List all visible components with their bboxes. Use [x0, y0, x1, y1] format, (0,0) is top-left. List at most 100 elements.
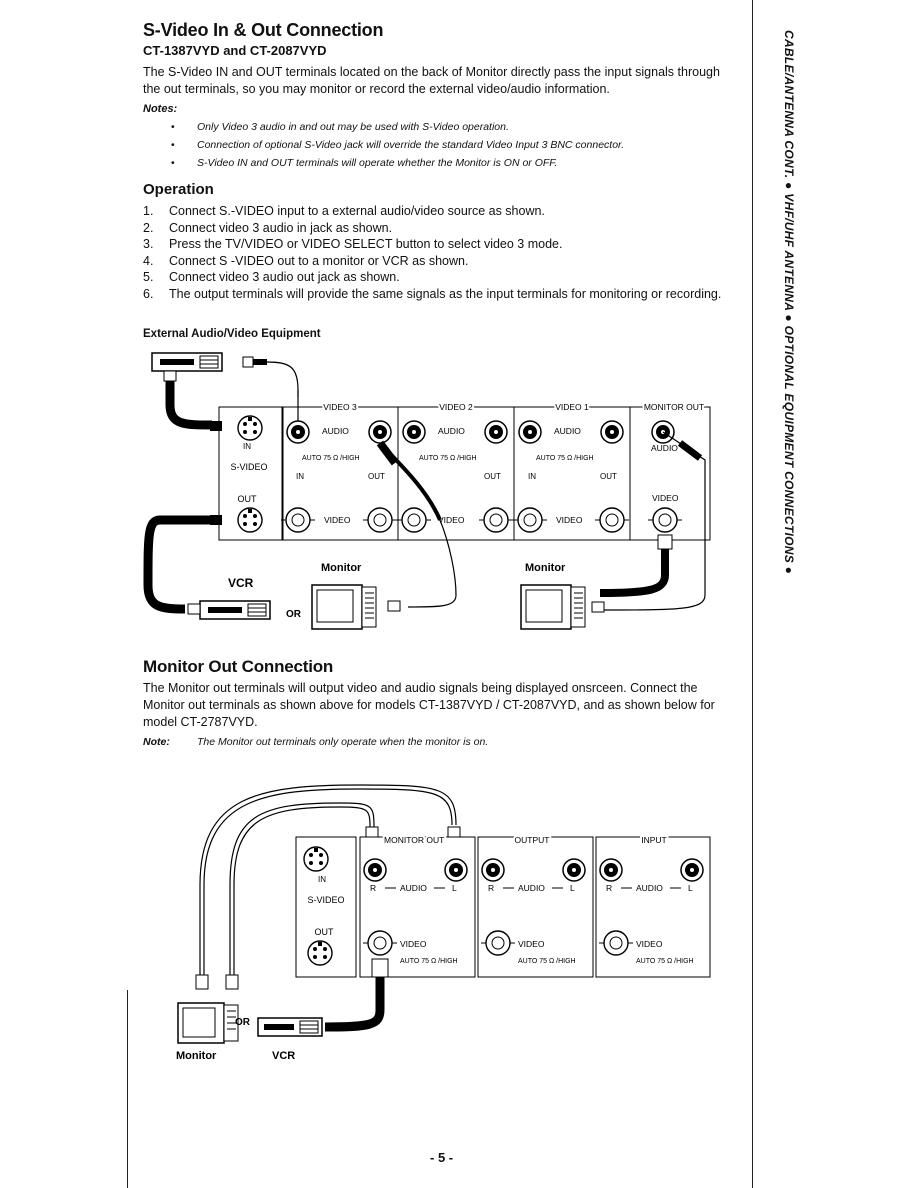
label-video1: VIDEO 1: [555, 402, 589, 412]
audio-jack-icon: [518, 420, 542, 444]
note-text: The Monitor out terminals only operate w…: [197, 736, 489, 748]
label-out: OUT: [315, 927, 335, 937]
label-or: OR: [235, 1017, 251, 1028]
label-monitor: Monitor: [321, 562, 362, 574]
right-margin-rule: [752, 0, 753, 1188]
label-in: IN: [318, 875, 326, 884]
monitor-out-panel: [359, 836, 476, 978]
audio-jack-icon: [484, 420, 508, 444]
audio-jack-icon: [286, 420, 310, 444]
page-number: - 5 -: [430, 1150, 454, 1165]
label-r: R: [606, 883, 612, 893]
step-number: 4.: [143, 253, 154, 268]
step-text: Connect video 3 audio out jack as shown.: [169, 270, 400, 284]
label-vcr: VCR: [272, 1050, 295, 1062]
label-audio: AUDIO: [636, 883, 663, 893]
label-r: R: [488, 883, 494, 893]
operation-title: Operation: [143, 181, 214, 198]
audio-jack-icon: [481, 858, 505, 882]
operation-step: 6. The output terminals will provide the …: [143, 286, 729, 303]
step-text: The output terminals will provide the sa…: [169, 286, 722, 301]
label-svideo: S-VIDEO: [307, 895, 344, 905]
label-monitor-out: MONITOR OUT: [644, 402, 704, 412]
label-video: VIDEO: [652, 493, 679, 503]
svideo-out-jack-icon: [237, 507, 263, 533]
svideo-in-jack-icon: [303, 846, 329, 872]
label-audio: AUDIO: [322, 426, 349, 436]
monitor-out-diagram: IN S-VIDEO OUT MONITOR OUT R AUDIO L VID…: [176, 784, 711, 1062]
label-video2: VIDEO 2: [439, 402, 473, 412]
left-margin-rule: [127, 990, 128, 1188]
label-monitor: Monitor: [525, 562, 566, 574]
label-input: INPUT: [641, 835, 667, 845]
operation-steps: 1. Connect S.-VIDEO input to a external a…: [143, 203, 729, 303]
label-video3: VIDEO 3: [323, 402, 357, 412]
step-text: Connect S.-VIDEO input to a external aud…: [169, 204, 545, 218]
operation-step: 4. Connect S -VIDEO out to a monitor or V…: [143, 253, 729, 270]
label-auto: AUTO 75 Ω /HIGH: [400, 958, 458, 965]
label-video: VIDEO: [556, 515, 583, 525]
audio-jack-icon: [402, 420, 426, 444]
note-item: • Only Video 3 audio in and out may be u…: [171, 118, 737, 136]
label-audio: AUDIO: [400, 883, 427, 893]
operation-step: 5. Connect video 3 audio out jack as show…: [143, 269, 729, 286]
notes-list: • Only Video 3 audio in and out may be u…: [171, 118, 737, 172]
label-or: OR: [286, 609, 302, 620]
audio-jack-icon: [444, 858, 468, 882]
section-title-svideo: S-Video In & Out Connection: [143, 20, 384, 40]
audio-jack-icon: [363, 858, 387, 882]
plug-icon: [253, 359, 267, 365]
monitor-icon: [520, 584, 586, 630]
step-number: 6.: [143, 286, 154, 301]
section-intro: The S-Video IN and OUT terminals located…: [143, 65, 720, 96]
step-number: 5.: [143, 270, 154, 284]
label-video: VIDEO: [518, 939, 545, 949]
label-out: OUT: [238, 494, 258, 504]
svideo-plug-icon: [163, 370, 177, 382]
label-monitor-out: MONITOR OUT: [384, 835, 444, 845]
operation-step: 3. Press the TV/VIDEO or VIDEO SELECT but…: [143, 236, 729, 253]
output-panel: [477, 836, 594, 978]
section2-para: The Monitor out terminals will output vi…: [143, 681, 715, 729]
note-item: • Connection of optional S-Video jack wi…: [171, 136, 737, 154]
section-models: CT-1387VYD and CT-2087VYD: [143, 43, 327, 58]
label-video: VIDEO: [636, 939, 663, 949]
step-text: Connect S -VIDEO out to a monitor or VCR…: [169, 253, 469, 268]
operation-step: 1. Connect S.-VIDEO input to a external a…: [143, 203, 729, 220]
svideo-in-jack-icon: [237, 415, 263, 441]
label-r: R: [370, 883, 376, 893]
plug-icon: [242, 356, 254, 368]
audio-jack-icon: [680, 858, 704, 882]
label-vcr: VCR: [228, 576, 254, 590]
label-svideo: S-VIDEO: [230, 462, 267, 472]
label-audio: AUDIO: [651, 443, 678, 453]
source-vcr-icon: [151, 352, 223, 372]
label-in: IN: [296, 472, 304, 481]
note-label: Note:: [143, 736, 170, 748]
label-video: VIDEO: [438, 515, 465, 525]
monitor-icon: [311, 584, 377, 630]
section-title-monitor-out: Monitor Out Connection: [143, 657, 334, 676]
sidebar-text: CABLE/ANTENNA CONT. ● VHF/UHF ANTENNA ● …: [782, 30, 796, 575]
svideo-out-jack-icon: [307, 940, 333, 966]
label-out: OUT: [484, 472, 501, 481]
audio-jack-icon: [368, 420, 392, 444]
label-monitor: Monitor: [176, 1050, 217, 1062]
step-number: 1.: [143, 204, 154, 218]
svideo-connection-diagram: IN S-VIDEO OUT VIDEO 3 VIDEO 2 VIDEO 1 M…: [143, 352, 711, 630]
label-auto: AUTO 75 Ω /HIGH: [419, 455, 477, 462]
step-number: 3.: [143, 237, 154, 251]
audio-jack-icon: [562, 858, 586, 882]
bullet: •: [171, 121, 175, 133]
vcr-icon: [199, 600, 271, 620]
note-item: • S-Video IN and OUT terminals will oper…: [171, 154, 737, 172]
step-text: Press the TV/VIDEO or VIDEO SELECT butto…: [169, 237, 563, 251]
diagram1-title: External Audio/Video Equipment: [143, 328, 321, 340]
label-auto: AUTO 75 Ω /HIGH: [302, 455, 360, 462]
label-out: OUT: [600, 472, 617, 481]
notes-label: Notes:: [143, 103, 178, 115]
bullet: •: [171, 139, 175, 151]
bullet: •: [171, 157, 175, 169]
audio-jack-icon: [599, 858, 623, 882]
step-text: Connect video 3 audio in jack as shown.: [169, 220, 393, 235]
